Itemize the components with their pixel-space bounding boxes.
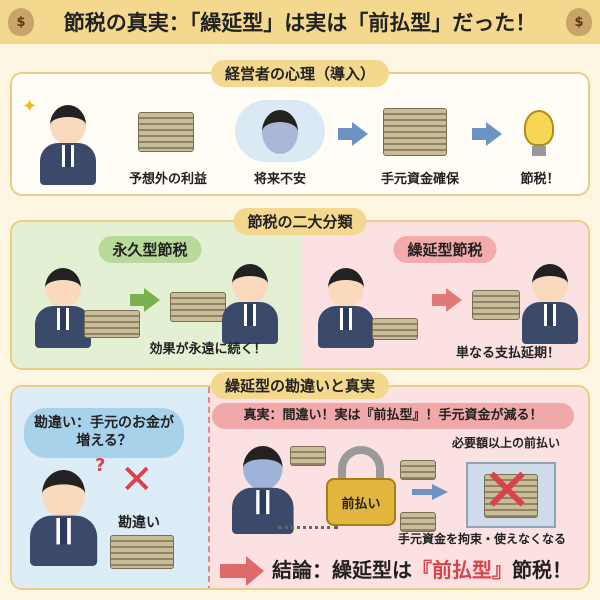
money-bag-icon: $ (566, 8, 592, 36)
lightbulb-icon (524, 110, 554, 146)
flying-bill-icon (400, 512, 436, 532)
money-stack-icon (110, 535, 174, 569)
step-secure-cash: 手元資金確保 (380, 172, 460, 187)
padlock-shackle (338, 446, 384, 486)
step-future-anxiety: 将来不安 (253, 172, 307, 187)
conclusion-highlight: 『前払型』 (412, 558, 512, 582)
money-icon (84, 310, 140, 338)
money-icon (170, 292, 226, 322)
arrow-right-icon (338, 122, 368, 146)
truth-section-label: 繰延型の勘違いと真実 (210, 372, 390, 399)
money-icon (372, 318, 418, 340)
prepay-note: 必要額以上の前払い (452, 436, 561, 450)
worried-face (262, 110, 298, 154)
smiling-businessman (222, 264, 278, 344)
deferred-caption: 単なる支払延期！ (455, 346, 561, 361)
worried-businessman (318, 268, 374, 348)
step-tax-saving: 節税！ (520, 172, 560, 187)
smiling-businessman (30, 470, 98, 566)
money-stack-icon (383, 108, 447, 156)
misconception-bubble: 勘違い：手元のお金が増える？ (24, 408, 184, 458)
flying-bill-icon (290, 446, 326, 466)
bind-note: 手元資金を拘束・使えなくなる (398, 532, 567, 546)
arrow-right-icon (432, 288, 462, 312)
permanent-tax-label: 永久型節税 (98, 236, 202, 263)
flying-bill-icon (400, 460, 436, 480)
worried-businessman (522, 264, 578, 344)
money-icon (472, 290, 520, 320)
conclusion-suffix: 節税！ (512, 558, 572, 582)
arrow-right-icon (130, 288, 160, 312)
money-stack-icon (138, 112, 194, 152)
arrow-right-icon (412, 484, 448, 500)
deferred-tax-label: 繰延型節税 (393, 236, 497, 263)
page-title: 節税の真実：「繰延型」は実は「前払型」だった！ (0, 0, 600, 44)
conclusion-prefix: 結論：繰延型は (272, 558, 412, 582)
conclusion-arrow-icon (220, 556, 264, 586)
question-mark: ? (95, 455, 106, 476)
money-stack-icon (484, 474, 538, 518)
sparkle-icon: ✦ (22, 96, 38, 117)
step-unexpected-profit: 予想外の利益 (128, 172, 208, 187)
cross-mark-icon: ✕ (482, 456, 533, 526)
padlock-icon: 前払い (326, 478, 396, 526)
permanent-caption: 効果が永遠に続く！ (149, 342, 267, 357)
intro-section-label: 経営者の心理（導入） (210, 60, 390, 87)
surprised-businessman (40, 105, 96, 185)
truth-banner: 真実：間違い！実は『前払型』！手元資金が減る！ (212, 403, 574, 429)
classification-section-label: 節税の二大分類 (233, 208, 367, 235)
misconception-mark-label: 勘違い (118, 515, 160, 531)
distressed-businessman (232, 446, 294, 534)
cross-mark-icon: ✕ (120, 457, 154, 503)
businessman (35, 268, 91, 348)
chain-icon (278, 526, 338, 532)
conclusion-text: 結論：繰延型は『前払型』節税！ (272, 554, 572, 583)
arrow-right-icon (472, 122, 502, 146)
money-bag-icon: $ (8, 8, 34, 36)
title-text: 節税の真実：「繰延型」は実は「前払型」だった！ (63, 11, 537, 35)
lightbulb-base (532, 146, 546, 156)
